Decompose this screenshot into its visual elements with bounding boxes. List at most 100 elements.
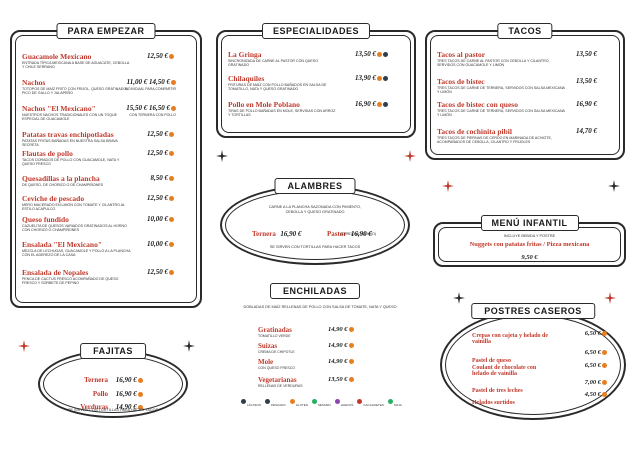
- legend-item: Gluten: [289, 393, 308, 411]
- star-icon: [404, 150, 416, 162]
- item-price: 16,90 €: [576, 100, 597, 108]
- tacos-title: TACOS: [497, 23, 553, 39]
- item-price: 16,90 €: [350, 230, 372, 238]
- item-name: Mole: [258, 358, 274, 366]
- item-name: Nachos "El Mexicano": [22, 104, 96, 113]
- item-price: 14,90 €: [328, 342, 354, 349]
- item-name: Flautas de pollo: [22, 149, 73, 158]
- item-name: Guacamole Mexicano: [22, 52, 92, 61]
- item-price: 12,50 €: [147, 149, 174, 157]
- fajitas-panel: FAJITAS Ternera 16,90 €Pollo 16,90 €Verd…: [38, 343, 188, 418]
- allergen-icon: [602, 380, 607, 386]
- menu-item: GratinadasTomatillo verde14,90 €: [258, 326, 398, 338]
- allergen-icon: [602, 331, 607, 337]
- menu-item: ChilaquilesFrituras de maíz con pollo ba…: [228, 74, 404, 92]
- menu-item: VegetarianasRellenas de verduras13,50 €: [258, 376, 398, 388]
- item-sub: Con queso fresco: [258, 366, 295, 370]
- allergen-icon: [387, 399, 393, 405]
- item-name: Tacos de bistec con queso: [437, 100, 518, 109]
- item-price: 16,90 €: [355, 100, 388, 108]
- item-name: Vegetarianas: [258, 376, 297, 384]
- allergen-icon: [348, 359, 354, 365]
- allergen-icon: [169, 195, 174, 201]
- star-icon: [442, 180, 454, 192]
- menu-item: Ceviche de pescadoMero macerado en limón…: [22, 194, 190, 212]
- allergen-icon: [383, 51, 388, 57]
- item-price: 16,90 €: [280, 230, 302, 238]
- menu-item: Tacos al pastorTres tacos de carne al pa…: [437, 50, 613, 68]
- allergen-icon: [357, 399, 363, 405]
- item-name: Quesadillas a la plancha: [22, 174, 100, 183]
- allergen-legend: LácteosPescadoGlutenSésamoHuevosCacahuet…: [240, 393, 410, 407]
- enchiladas-title: ENCHILADAS: [269, 283, 361, 299]
- item-sub: Rellenas de verduras: [258, 384, 303, 388]
- allergen-icon: [348, 377, 354, 383]
- legend-label: Pescado: [271, 403, 286, 407]
- allergen-icon: [602, 350, 607, 356]
- item-desc: Tres tacos de carne al pastor con ceboll…: [437, 59, 550, 68]
- menu-item: Queso fundidoCazuelita de quesos variado…: [22, 215, 190, 233]
- allergen-icon: [169, 175, 174, 181]
- menu-item: Pollo 16,90 €: [70, 383, 170, 401]
- item-name: Pollo: [92, 390, 108, 398]
- item-name: Ensalada "El Mexicano": [22, 240, 103, 249]
- item-sub: Tomatillo verde: [258, 334, 291, 338]
- menu-infantil-panel: MENÚ INFANTIL Incluye bebida y postre Nu…: [433, 215, 626, 267]
- item-price: 12,50 €: [147, 130, 174, 138]
- item-desc: Entrada típica mexicana a base de aguaca…: [22, 61, 130, 70]
- item-price: 6,50 €: [585, 362, 607, 369]
- menu-item: Ensalada de NopalesPenca de cactus fresc…: [22, 268, 190, 286]
- legend-item: Soja: [387, 393, 402, 411]
- postres-title: POSTRES CASEROS: [471, 303, 595, 319]
- postres-panel: POSTRES CASEROS Crepas con cajeta y hela…: [440, 303, 626, 420]
- menu-item: Patatas travas enchipotladasPatatas frit…: [22, 130, 190, 148]
- menu-item: Pollo en Mole PoblanoTiras de pollo baña…: [228, 100, 404, 118]
- star-icon: [608, 180, 620, 192]
- item-price: 6,50 €: [585, 330, 607, 337]
- item-name: Tacos de bistec: [437, 77, 485, 86]
- allergen-icon: [602, 392, 607, 398]
- allergen-icon: [241, 399, 246, 405]
- item-name: Patatas travas enchipotladas: [22, 130, 114, 139]
- item-name: Coulant de chocolate con helado de vaini…: [472, 365, 537, 377]
- item-name: Pastel de tres leches: [472, 388, 523, 394]
- menu-item: SuizasCrema de chipotle14,90 €: [258, 342, 398, 354]
- allergen-icon: [383, 101, 388, 107]
- item-price: 7,00 €: [585, 379, 607, 386]
- menu-item: Tacos de bistec con quesoTres tacos de c…: [437, 100, 613, 118]
- item-price: 13,50 €: [355, 50, 388, 58]
- menu-item: Verduras 14,90 €: [70, 396, 170, 414]
- item-price: 14,90 €: [114, 403, 143, 411]
- item-desc: Totopos de maíz frito con frijol, queso …: [22, 87, 128, 96]
- item-price: 16,90 €: [114, 390, 143, 398]
- item-name: Ternera: [84, 376, 108, 384]
- item-name: Ceviche de pescado: [22, 194, 85, 203]
- menu-item: Tacos de cochinita pibilTres tacos de pi…: [437, 127, 613, 145]
- item-name: Verduras: [80, 403, 108, 411]
- alambres-pastor: Pastor 16,90 €: [327, 223, 372, 241]
- item-desc: Tiras de pollo bañadas en mole, servidas…: [228, 109, 336, 118]
- especialidades-panel: ESPECIALIDADES La GringaSincronizada de …: [216, 23, 416, 138]
- item-name: Pastor: [327, 230, 347, 238]
- item-price: 8,50 €: [151, 174, 174, 182]
- fajitas-title: FAJITAS: [80, 343, 146, 359]
- legend-item: Cacahuetes: [356, 393, 384, 411]
- item-price: 15,50 € 16,50 €: [126, 104, 176, 112]
- item-name: La Gringa: [228, 50, 262, 59]
- menu-infantil-price: 9,50 €: [521, 254, 538, 261]
- allergen-icon: [348, 343, 354, 349]
- allergen-icon: [377, 51, 382, 57]
- legend-item: Huevos: [334, 393, 353, 411]
- item-desc: Sincronizada de carne al pastor con ques…: [228, 59, 318, 68]
- item-price: 6,50 €: [585, 349, 607, 356]
- item-price: 14,70 €: [576, 127, 597, 135]
- item-price: 12,50 €: [147, 268, 174, 276]
- item-sub: Individual Para compartir: [124, 87, 176, 91]
- item-desc: De queso, de chorizo o de champiñones: [22, 183, 104, 187]
- allergen-icon: [289, 399, 295, 405]
- menu-item: Nachos "El Mexicano"Nuestros nachos trad…: [22, 104, 190, 122]
- menu-infantil-sub: Incluye bebida y postre: [503, 234, 556, 238]
